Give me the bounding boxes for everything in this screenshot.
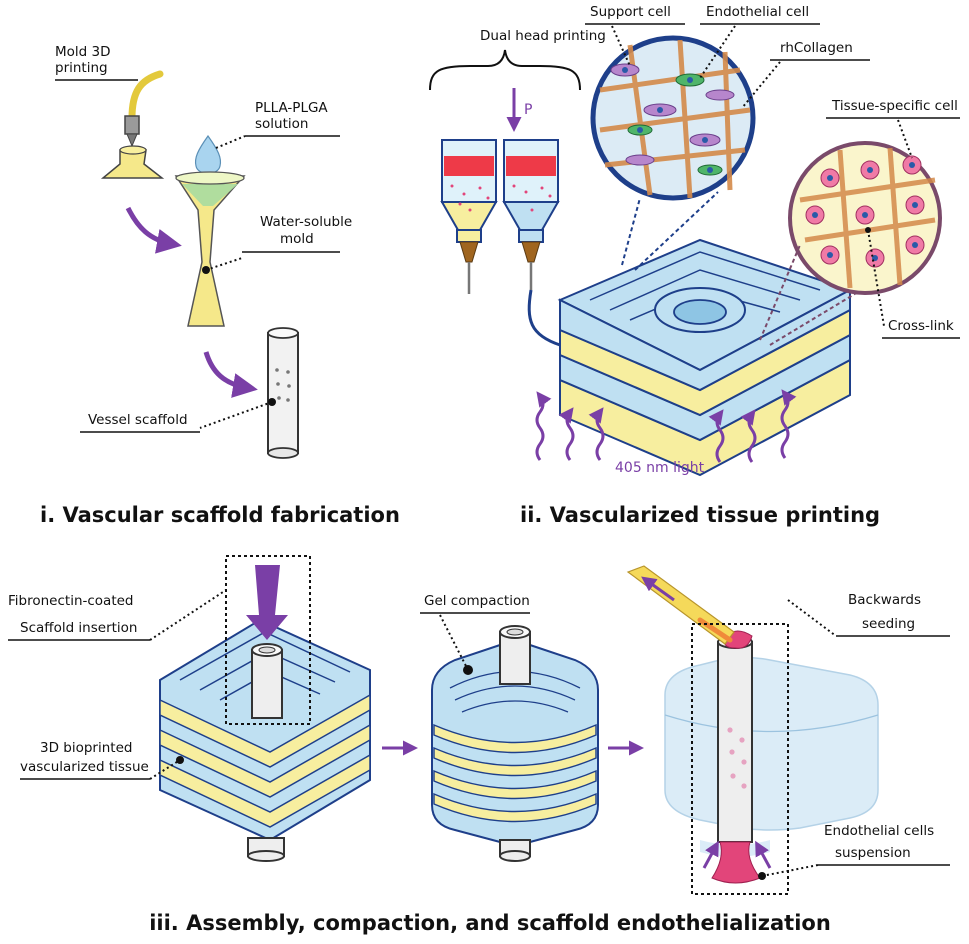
leader-line xyxy=(699,25,736,79)
label-mold-3d: Mold 3D xyxy=(55,44,111,60)
panel-iii-title: iii. Assembly, compaction, and scaffold … xyxy=(149,911,831,935)
process-arrow-2 xyxy=(203,351,258,398)
label-3d-bioprinted: 3D bioprinted xyxy=(40,740,132,756)
panel-i: Mold 3D printing PLLA-PLGA solution Wate… xyxy=(40,44,400,527)
compacted-scaffold-lumen xyxy=(506,628,524,636)
label-rhcollagen: rhCollagen xyxy=(780,40,853,56)
label-water-soluble: Water-soluble xyxy=(260,214,352,230)
filament-tube xyxy=(128,70,164,122)
panel-iii: Fibronectin-coated Scaffold insertion 3D… xyxy=(8,555,950,935)
leader-line xyxy=(149,589,227,641)
seeding-construct xyxy=(626,565,879,884)
leader-line xyxy=(867,229,885,327)
panel-ii-title: ii. Vascularized tissue printing xyxy=(520,503,880,527)
bioprinted-block xyxy=(159,618,371,862)
leader-line xyxy=(149,759,181,780)
process-arrow-1 xyxy=(125,206,182,254)
scaffold-pores xyxy=(275,368,291,402)
label-dual-head: Dual head printing xyxy=(480,28,606,44)
mold-top-opening xyxy=(119,145,147,155)
brace xyxy=(429,49,581,91)
uv-light-arrows xyxy=(535,389,797,463)
label-plla: PLLA-PLGA xyxy=(255,100,328,116)
inserted-scaffold-lumen xyxy=(258,646,276,654)
label-backwards: Backwards xyxy=(848,592,921,608)
insertion-arrow xyxy=(246,565,288,640)
label-support-cell: Support cell xyxy=(590,4,671,20)
label-pressure: P xyxy=(524,102,532,118)
zoom-line xyxy=(621,197,641,266)
syringe-left xyxy=(440,139,498,294)
panel-i-title: i. Vascular scaffold fabrication xyxy=(40,503,400,527)
zoom-line xyxy=(634,191,719,271)
label-tissue-specific: Tissue-specific cell xyxy=(831,98,958,114)
magnified-view-tissue xyxy=(788,141,942,295)
leader-line xyxy=(897,119,913,159)
scaffold-top xyxy=(267,327,299,339)
zoom-line xyxy=(759,244,801,341)
label-suspension: suspension xyxy=(835,845,911,861)
magnified-view-collagen xyxy=(590,35,756,201)
label-seeding: seeding xyxy=(862,616,915,632)
leader-line xyxy=(787,599,837,637)
label-endothelial-cell: Endothelial cell xyxy=(706,4,809,20)
leader-line xyxy=(611,25,631,67)
nozzle-tip xyxy=(126,133,138,148)
solution-droplet xyxy=(194,134,222,175)
leader-line xyxy=(199,401,273,429)
scaffold-bottom xyxy=(267,447,299,459)
label-vascularized-tissue: vascularized tissue xyxy=(20,759,149,775)
extruded-filament xyxy=(527,289,561,347)
label-solution: solution xyxy=(255,116,308,132)
label-cross-link: Cross-link xyxy=(888,318,954,334)
mold-green-solution xyxy=(182,184,238,206)
label-fibronectin: Fibronectin-coated xyxy=(8,593,134,609)
printed-construct xyxy=(557,238,853,477)
panel-ii: Dual head printing P xyxy=(429,4,960,527)
label-printing: printing xyxy=(55,60,108,76)
print-nozzle xyxy=(124,115,140,135)
label-gel-compaction: Gel compaction xyxy=(424,593,530,609)
label-endothelial-cells: Endothelial cells xyxy=(824,823,934,839)
label-vessel-scaffold: Vessel scaffold xyxy=(88,412,188,428)
inserted-scaffold xyxy=(251,649,283,719)
leader-line xyxy=(205,257,243,271)
label-scaffold-insertion: Scaffold insertion xyxy=(20,620,138,636)
leader-line xyxy=(215,135,246,149)
vessel-scaffold xyxy=(267,332,299,454)
label-405nm-light: 405 nm light xyxy=(615,460,705,476)
seeding-box xyxy=(691,623,789,895)
insertion-box xyxy=(225,555,311,725)
label-mold: mold xyxy=(280,231,314,247)
compacted-block xyxy=(431,641,599,862)
syringe-right xyxy=(502,139,560,290)
leader-dot xyxy=(865,227,871,233)
leader-line xyxy=(439,614,469,671)
zoom-line xyxy=(769,291,859,346)
compacted-scaffold xyxy=(499,631,531,685)
mold-rim xyxy=(175,171,245,185)
